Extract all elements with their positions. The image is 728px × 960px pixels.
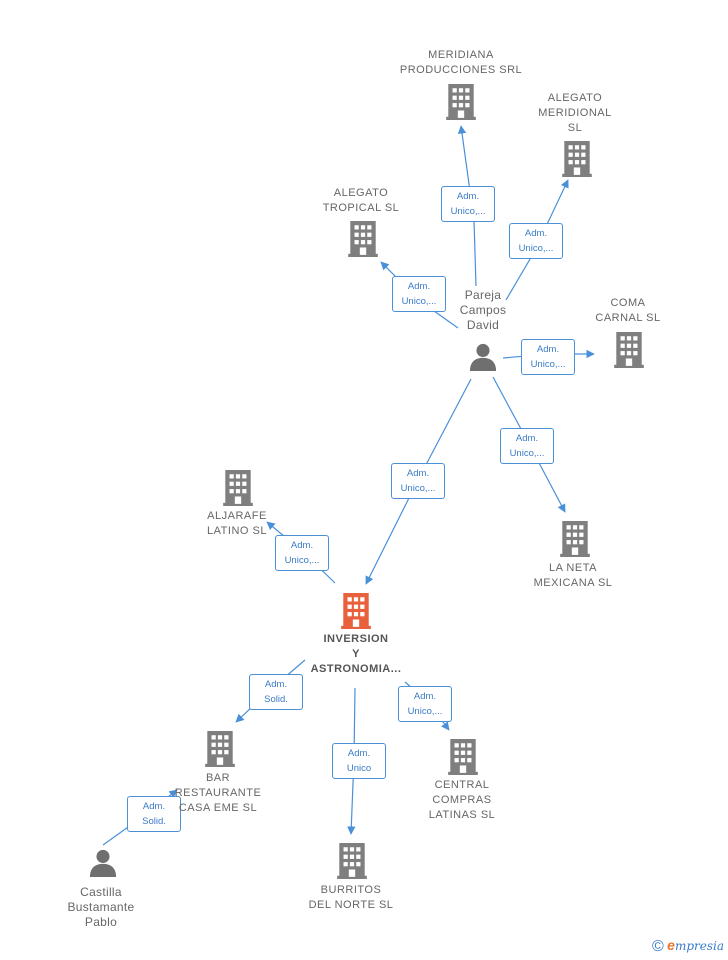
company-label-line: CENTRAL: [434, 779, 490, 791]
edge-label-line: Unico,...: [450, 206, 486, 217]
person-label-line: Pareja: [464, 288, 502, 302]
company-label-line: CARNAL SL: [595, 312, 661, 324]
edge-label-pareja-meridiana[interactable]: Adm. Unico,...: [441, 186, 495, 222]
person-label-line: Castilla: [80, 885, 122, 899]
edge-label-line: Adm.: [406, 468, 430, 479]
company-label-line: Y: [352, 648, 360, 660]
company-label-alegato-meridional[interactable]: ALEGATO MERIDIONAL SL: [538, 91, 611, 136]
company-label-line: COMPRAS: [432, 794, 492, 806]
edge-label-line: Unico: [346, 763, 372, 774]
person-icon[interactable]: [89, 849, 117, 877]
company-label-line: LATINAS SL: [428, 809, 496, 821]
edge-label-line: Unico,...: [284, 555, 320, 566]
edge-label-line: Unico,...: [401, 296, 437, 307]
copyright-icon: ©: [652, 938, 664, 955]
edge-label-line: Adm.: [290, 540, 314, 551]
company-label-line: ALEGATO: [333, 187, 389, 199]
edge-label-line: Adm.: [264, 679, 288, 690]
company-label-bar[interactable]: BAR RESTAURANTE CASA EME SL: [175, 771, 262, 816]
company-label-inversion[interactable]: INVERSION Y ASTRONOMIA...: [311, 632, 402, 677]
building-icon[interactable]: [446, 84, 476, 120]
edge-label-pareja-la_neta[interactable]: Adm. Unico,...: [500, 428, 554, 464]
edge-label-line: Adm.: [515, 433, 539, 444]
company-label-central[interactable]: CENTRAL COMPRAS LATINAS SL: [429, 778, 496, 823]
edge-label-inversion-aljarafe[interactable]: Adm. Unico,...: [275, 535, 329, 571]
edge-label-line: Unico,...: [400, 483, 436, 494]
edge-label-line: Unico,...: [509, 448, 545, 459]
edge-label-line: Adm.: [524, 228, 548, 239]
company-label-line: BURRITOS: [320, 884, 382, 896]
company-label-line: ALEGATO: [547, 92, 603, 104]
edge-label-line: Solid.: [264, 694, 288, 705]
edge-label-line: Adm.: [407, 281, 431, 292]
person-label-line: Pablo: [84, 915, 118, 929]
edge-label-castilla-bar[interactable]: Adm. Solid.: [127, 796, 181, 832]
edge-label-inversion-central[interactable]: Adm. Unico,...: [398, 686, 452, 722]
brand-logo[interactable]: © empresia: [652, 937, 724, 956]
brand-initial: e: [667, 937, 675, 953]
company-label-coma-carnal[interactable]: COMA CARNAL SL: [595, 296, 660, 326]
building-icon[interactable]: [448, 739, 478, 775]
company-label-la-neta[interactable]: LA NETA MEXICANA SL: [534, 561, 613, 591]
company-label-line: CASA EME SL: [178, 802, 258, 814]
company-label-line: INVERSION: [323, 633, 389, 645]
person-label-line: Campos: [459, 303, 507, 317]
company-label-line: COMA: [610, 297, 646, 309]
brand-name: mpresia: [674, 939, 724, 953]
building-icon[interactable]: [614, 332, 644, 368]
company-label-line: MERIDIONAL: [538, 107, 612, 119]
building-icon[interactable]: [562, 141, 592, 177]
person-label-line: David: [466, 318, 500, 332]
company-label-alegato-tropical[interactable]: ALEGATO TROPICAL SL: [323, 186, 400, 216]
company-label-meridiana[interactable]: MERIDIANA PRODUCCIONES SRL: [400, 48, 522, 78]
edge-label-pareja-inversion[interactable]: Adm. Unico,...: [391, 463, 445, 499]
edge-label-line: Adm.: [413, 691, 437, 702]
building-icon[interactable]: [223, 470, 253, 506]
person-label-line: Bustamante: [67, 900, 135, 914]
company-label-line: BAR: [205, 772, 231, 784]
edge-label-line: Adm.: [536, 344, 560, 355]
company-label-line: ASTRONOMIA...: [310, 663, 402, 675]
main-building-icon[interactable]: [341, 593, 371, 629]
edge-label-line: Solid.: [142, 816, 166, 827]
edge-label-line: Adm.: [456, 191, 480, 202]
building-icon[interactable]: [348, 221, 378, 257]
company-label-aljarafe[interactable]: ALJARAFE LATINO SL: [207, 509, 267, 539]
building-icon[interactable]: [337, 843, 367, 879]
edge-label-inversion-burritos[interactable]: Adm. Unico: [332, 743, 386, 779]
company-label-line: LA NETA: [549, 562, 597, 574]
building-icon[interactable]: [205, 731, 235, 767]
company-label-line: PRODUCCIONES SRL: [399, 64, 523, 76]
person-icon[interactable]: [469, 343, 497, 371]
company-label-line: DEL NORTE SL: [308, 899, 394, 911]
company-label-line: RESTAURANTE: [174, 787, 262, 799]
edge-label-pareja-alegato_tropical[interactable]: Adm. Unico,...: [392, 276, 446, 312]
company-label-line: MERIDIANA: [428, 49, 494, 61]
edge-label-line: Unico,...: [518, 243, 554, 254]
company-label-burritos[interactable]: BURRITOS DEL NORTE SL: [309, 883, 394, 913]
company-label-line: TROPICAL SL: [322, 202, 400, 214]
edge-label-pareja-alegato_meridional[interactable]: Adm. Unico,...: [509, 223, 563, 259]
building-icon[interactable]: [560, 521, 590, 557]
company-label-line: LATINO SL: [207, 525, 267, 537]
edge-label-line: Adm.: [347, 748, 371, 759]
edge-label-pareja-coma_carnal[interactable]: Adm. Unico,...: [521, 339, 575, 375]
company-label-line: SL: [567, 122, 583, 134]
edge-label-inversion-bar[interactable]: Adm. Solid.: [249, 674, 303, 710]
company-label-line: ALJARAFE: [207, 510, 267, 522]
edge-label-line: Unico,...: [407, 706, 443, 717]
edge-label-line: Unico,...: [530, 359, 566, 370]
company-label-line: MEXICANA SL: [533, 577, 613, 589]
edge-label-line: Adm.: [142, 801, 166, 812]
